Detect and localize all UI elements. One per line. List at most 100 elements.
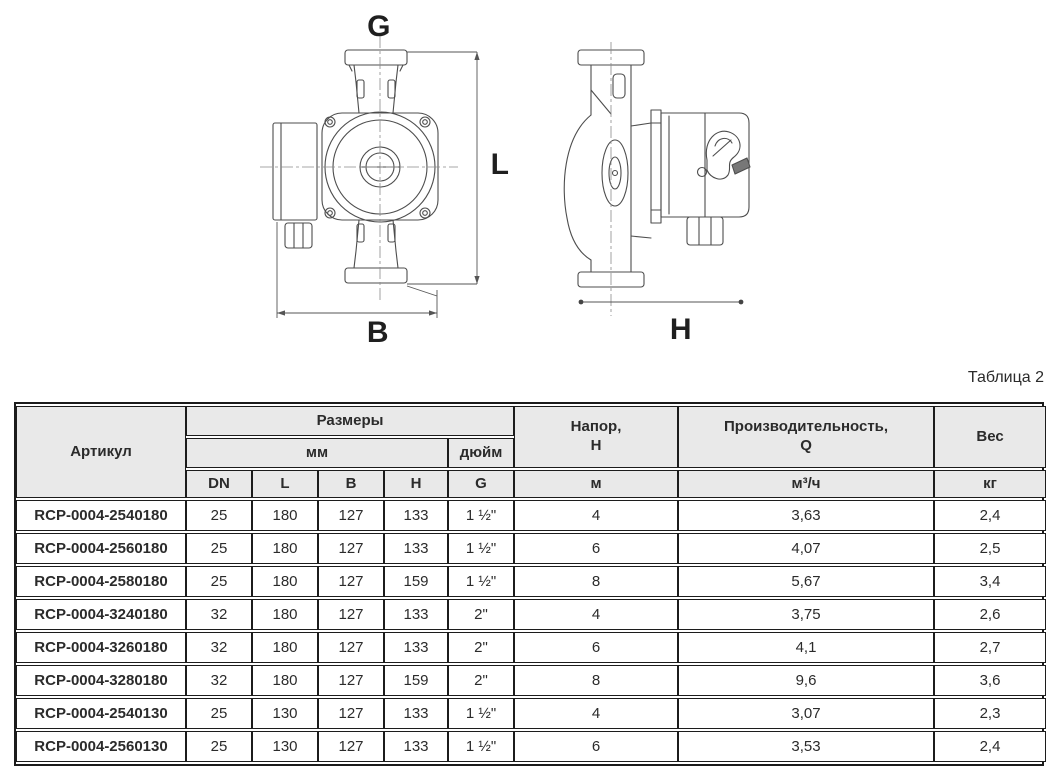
head-cell: 4: [514, 500, 679, 531]
dn-cell: 32: [186, 665, 252, 696]
l-cell: 180: [252, 500, 318, 531]
pump-front-view-drawing: [260, 36, 480, 318]
header-sizes: Размеры: [186, 406, 515, 436]
weight-cell: 2,7: [934, 632, 1047, 663]
g-cell: 1 ½": [448, 500, 515, 531]
l-cell: 180: [252, 566, 318, 597]
h-cell: 133: [384, 500, 448, 531]
head-cell: 8: [514, 566, 679, 597]
b-cell: 127: [318, 731, 384, 762]
article-cell: RCP-0004-2560180: [16, 533, 186, 564]
table-row: RCP-0004-2560180 25 180 127 133 1 ½" 6 4…: [16, 533, 1047, 564]
header-weight-unit: кг: [934, 470, 1047, 498]
h-cell: 133: [384, 533, 448, 564]
article-cell: RCP-0004-2540180: [16, 500, 186, 531]
head-cell: 6: [514, 533, 679, 564]
dimension-label-h: H: [669, 313, 693, 346]
g-cell: 1 ½": [448, 731, 515, 762]
head-cell: 4: [514, 698, 679, 729]
q-cell: 4,07: [678, 533, 935, 564]
weight-cell: 2,4: [934, 731, 1047, 762]
table-row: RCP-0004-3240180 32 180 127 133 2" 4 3,7…: [16, 599, 1047, 630]
q-cell: 3,63: [678, 500, 935, 531]
b-cell: 127: [318, 500, 384, 531]
h-cell: 133: [384, 632, 448, 663]
header-capacity: Производительность, Q: [678, 406, 935, 468]
q-cell: 5,67: [678, 566, 935, 597]
l-cell: 180: [252, 665, 318, 696]
g-cell: 1 ½": [448, 566, 515, 597]
pump-drawings: G L B H: [0, 0, 1058, 360]
dn-cell: 25: [186, 698, 252, 729]
q-cell: 3,53: [678, 731, 935, 762]
header-col-dn: DN: [186, 470, 252, 498]
table-row: RCP-0004-3260180 32 180 127 133 2" 6 4,1…: [16, 632, 1047, 663]
header-col-b: B: [318, 470, 384, 498]
dimension-label-l: L: [490, 148, 510, 181]
article-cell: RCP-0004-3260180: [16, 632, 186, 663]
g-cell: 1 ½": [448, 533, 515, 564]
table-row: RCP-0004-3280180 32 180 127 159 2" 8 9,6…: [16, 665, 1047, 696]
head-cell: 6: [514, 731, 679, 762]
dimension-label-g: G: [367, 10, 391, 43]
h-cell: 133: [384, 698, 448, 729]
l-cell: 130: [252, 731, 318, 762]
table-row: RCP-0004-2540130 25 130 127 133 1 ½" 4 3…: [16, 698, 1047, 729]
weight-cell: 2,3: [934, 698, 1047, 729]
weight-cell: 3,4: [934, 566, 1047, 597]
g-cell: 2": [448, 599, 515, 630]
h-cell: 159: [384, 566, 448, 597]
header-col-l: L: [252, 470, 318, 498]
g-cell: 2": [448, 632, 515, 663]
header-head-unit: м: [514, 470, 679, 498]
article-cell: RCP-0004-3280180: [16, 665, 186, 696]
b-cell: 127: [318, 632, 384, 663]
b-cell: 127: [318, 698, 384, 729]
q-cell: 4,1: [678, 632, 935, 663]
article-cell: RCP-0004-2560130: [16, 731, 186, 762]
weight-cell: 2,4: [934, 500, 1047, 531]
header-inch: дюйм: [448, 438, 515, 468]
h-cell: 133: [384, 731, 448, 762]
table-caption: Таблица 2: [967, 369, 1044, 386]
head-cell: 4: [514, 599, 679, 630]
g-cell: 2": [448, 665, 515, 696]
specs-table: Артикул Размеры Напор, Н Производительно…: [16, 404, 1047, 764]
head-cell: 6: [514, 632, 679, 663]
q-cell: 3,07: [678, 698, 935, 729]
header-col-g: G: [448, 470, 515, 498]
q-cell: 3,75: [678, 599, 935, 630]
b-cell: 127: [318, 566, 384, 597]
header-capacity-unit: м³/ч: [678, 470, 935, 498]
h-cell: 159: [384, 665, 448, 696]
weight-cell: 2,6: [934, 599, 1047, 630]
head-cell: 8: [514, 665, 679, 696]
header-head: Напор, Н: [514, 406, 679, 468]
table-row: RCP-0004-2560130 25 130 127 133 1 ½" 6 3…: [16, 731, 1047, 762]
q-cell: 9,6: [678, 665, 935, 696]
dn-cell: 32: [186, 632, 252, 663]
dn-cell: 25: [186, 533, 252, 564]
weight-cell: 3,6: [934, 665, 1047, 696]
pump-side-view-drawing: [563, 42, 751, 316]
l-cell: 180: [252, 533, 318, 564]
l-cell: 180: [252, 632, 318, 663]
dn-cell: 25: [186, 500, 252, 531]
b-cell: 127: [318, 665, 384, 696]
l-cell: 130: [252, 698, 318, 729]
article-cell: RCP-0004-2580180: [16, 566, 186, 597]
dn-cell: 25: [186, 731, 252, 762]
table-row: RCP-0004-2580180 25 180 127 159 1 ½" 8 5…: [16, 566, 1047, 597]
article-cell: RCP-0004-3240180: [16, 599, 186, 630]
header-mm: мм: [186, 438, 448, 468]
table-row: RCP-0004-2540180 25 180 127 133 1 ½" 4 3…: [16, 500, 1047, 531]
dn-cell: 25: [186, 566, 252, 597]
header-article: Артикул: [16, 406, 186, 498]
b-cell: 127: [318, 599, 384, 630]
dimension-label-b: B: [366, 316, 390, 349]
article-cell: RCP-0004-2540130: [16, 698, 186, 729]
h-cell: 133: [384, 599, 448, 630]
specs-table-wrapper: Артикул Размеры Напор, Н Производительно…: [14, 402, 1047, 766]
weight-cell: 2,5: [934, 533, 1047, 564]
g-cell: 1 ½": [448, 698, 515, 729]
